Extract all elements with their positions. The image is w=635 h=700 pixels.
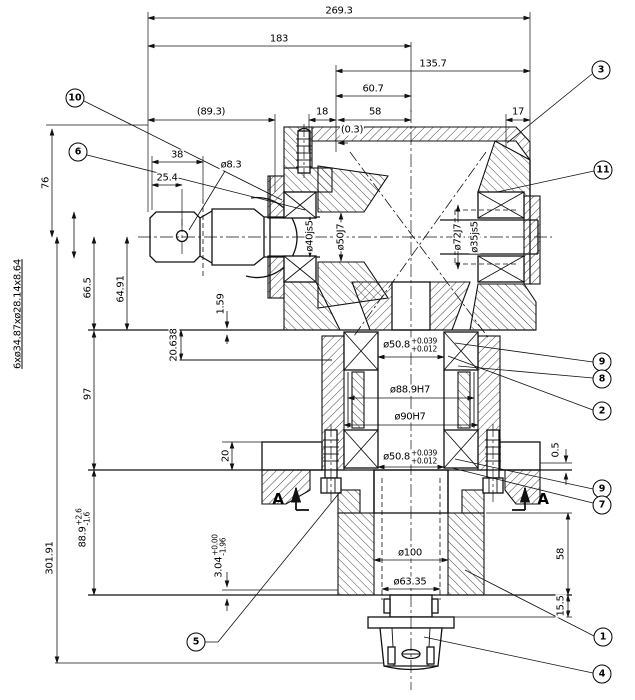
bore-housing-b: ø90H7: [393, 411, 427, 423]
callout-1: 1: [593, 627, 613, 647]
leader-lines: [83, 73, 595, 674]
bore-hub-od: ø100: [396, 547, 424, 559]
tolerance-lower: -1.6: [82, 512, 91, 526]
bore-bearing-od: ø72J7: [452, 222, 464, 252]
dim-value: 88.9: [77, 526, 89, 548]
callout-5: 5: [186, 632, 206, 652]
bore-spindle-lower: ø50.8 +0.039 +0.012: [382, 449, 438, 465]
bore-gear: ø50J7: [335, 222, 347, 252]
dimension-lines: [49, 15, 571, 664]
dim-overall-height: 301.91: [44, 540, 56, 576]
dim-face-depth-a: 66.5: [82, 276, 94, 300]
section-marks: [290, 486, 531, 511]
dim-hole-dia: ø8.3: [219, 159, 243, 171]
dim-left-to-spindle: 183: [268, 33, 290, 45]
section-label-left: A: [272, 490, 284, 508]
bearings: [283, 191, 525, 469]
bore-hub-bore: ø63.35: [392, 576, 428, 588]
dim-cover-width: 17: [510, 106, 526, 118]
dim-value: 3.04: [213, 556, 225, 578]
callout-7: 7: [592, 495, 612, 515]
dim-value: ø50.8: [383, 451, 410, 463]
dim-step-right: 0.5: [550, 441, 562, 459]
bore-housing-a: ø88.9H7: [388, 384, 432, 396]
callout-4: 4: [592, 664, 612, 684]
dim-step: 1.59: [215, 292, 227, 316]
dim-washer-gap: 3.04 +0.00 -1.96: [210, 533, 227, 579]
dim-face-depth-b: 64.91: [115, 274, 127, 304]
dim-housing-depth: 58: [555, 546, 567, 562]
callout-10: 10: [65, 88, 85, 108]
tolerance-lower: +0.012: [410, 456, 437, 465]
callout-3: 3: [591, 60, 611, 80]
dim-tolerance: +2.6 -1.6: [74, 508, 91, 526]
dim-boss-to-spindle: 60.7: [361, 83, 385, 95]
callout-8: 8: [592, 369, 612, 389]
tolerance-lower: +0.012: [410, 344, 437, 353]
dim-flange-thickness: 20: [220, 448, 232, 464]
tolerance-lower: -1.96: [218, 537, 227, 556]
tolerance-upper: +0.039: [410, 448, 437, 458]
tolerance-upper: +0.039: [410, 336, 437, 346]
dim-clearance: (0.3): [339, 124, 365, 136]
callout-6: 6: [68, 142, 88, 162]
callout-9-upper: 9: [592, 352, 612, 372]
bore-stub: ø35js5: [469, 220, 481, 254]
dim-overall-width: 269.3: [324, 5, 354, 17]
section-label-right: A: [537, 490, 549, 508]
bore-input-shaft: ø40js5: [304, 219, 316, 253]
dim-height-to-face: 76: [40, 175, 52, 191]
dim-hole-position: 25.4: [155, 172, 179, 184]
dim-spline-length: 38: [169, 149, 185, 161]
dim-washer-height: 15.5: [555, 594, 567, 618]
dim-tolerance: +0.039 +0.012: [411, 449, 437, 464]
dim-value: ø50.8: [383, 339, 410, 351]
dim-tolerance: +0.039 +0.012: [411, 337, 437, 352]
dim-recess-depth: 20.638: [168, 327, 180, 363]
dim-flange-drop: 97: [82, 386, 94, 402]
dim-bearing-span: 58: [367, 106, 383, 118]
dim-tolerance: +0.00 -1.96: [210, 534, 227, 556]
dim-lid-span: 135.7: [418, 58, 448, 70]
dim-blade-gap: 88.9 +2.6 -1.6: [74, 507, 91, 549]
dim-shaft-projection: (89.3): [195, 106, 227, 118]
dim-spline-spec: 6xø34.87xø28.14x8.64: [12, 258, 24, 370]
callout-2: 2: [592, 401, 612, 421]
dim-seal-width: 18: [314, 106, 330, 118]
callout-11: 11: [593, 160, 613, 180]
bore-spindle-upper: ø50.8 +0.039 +0.012: [382, 337, 438, 353]
